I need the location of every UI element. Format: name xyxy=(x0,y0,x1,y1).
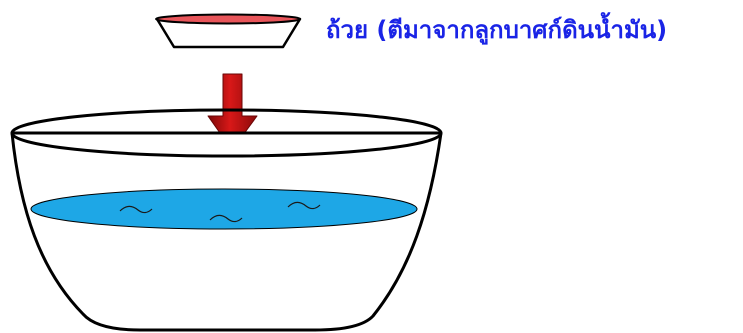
cup-label: ถ้วย (ตีมาจากลูกบาศก์ดินน้ำมัน) xyxy=(326,6,740,54)
cup-rim xyxy=(156,15,300,24)
basin-body xyxy=(12,133,441,330)
water-basin xyxy=(12,110,441,330)
clay-cup xyxy=(156,15,300,48)
water-surface xyxy=(31,189,417,229)
